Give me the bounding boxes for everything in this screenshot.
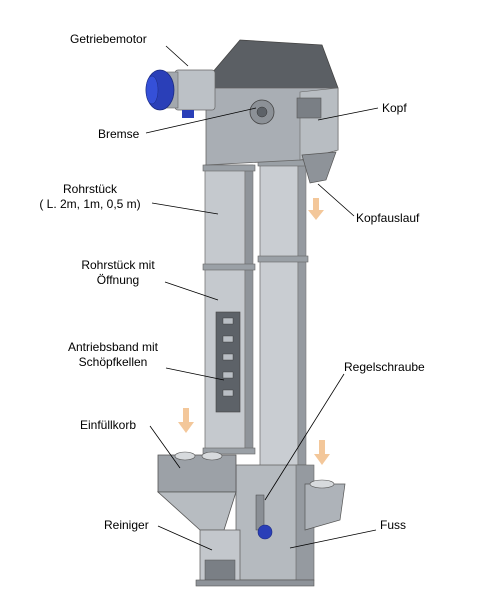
label-regelschraube: Regelschraube [344,360,425,374]
label-reiniger: Reiniger [104,518,149,532]
inspection-opening [215,311,241,413]
outlet-flow-arrow [308,198,324,220]
hopper-inlet-arrow [178,408,194,433]
leader-reiniger [157,525,213,551]
leader-antriebsband [165,367,225,381]
label-antriebsband-line2: Schöpfkellen [78,355,148,369]
flow-arrows [178,198,330,465]
label-rohrstueck-oeffnung-line2: Öffnung [96,273,140,287]
label-rohrstueck-line1: Rohrstück [62,182,118,196]
right-duct [257,159,309,471]
label-fuss: Fuss [380,518,407,532]
leader-kopfauslauf [317,183,355,217]
label-einfuellkorb: Einfüllkorb [80,418,137,432]
foot-inlet-arrow [314,440,330,465]
leader-getriebemotor [165,45,189,67]
gear-motor [145,69,216,118]
leader-bremse [145,107,257,134]
label-antriebsband: Antriebsband mit Schöpfkellen [58,340,168,370]
label-rohrstueck: Rohrstück ( L. 2m, 1m, 0,5 m) [28,182,152,212]
elevator-foot [156,451,346,587]
elevator-head [205,39,339,184]
label-bremse: Bremse [98,127,140,141]
label-kopf: Kopf [382,101,407,115]
leader-regelschraube [264,373,345,501]
label-rohrstueck-oeffnung-line1: Rohrstück mit [81,258,155,272]
label-kopfauslauf: Kopfauslauf [356,211,420,225]
label-rohrstueck-line2: ( L. 2m, 1m, 0,5 m) [39,197,141,211]
leader-kopf [317,107,379,121]
leader-einfuellkorb [149,425,181,469]
leader-rohrstueck-oeffnung [164,281,219,301]
label-antriebsband-line1: Antriebsband mit [67,340,159,354]
leader-rohrstueck [151,202,219,215]
leader-lines [145,45,379,551]
label-rohrstueck-oeffnung: Rohrstück mit Öffnung [70,258,166,288]
leader-fuss [289,529,377,549]
label-getriebemotor: Getriebemotor [70,32,147,46]
